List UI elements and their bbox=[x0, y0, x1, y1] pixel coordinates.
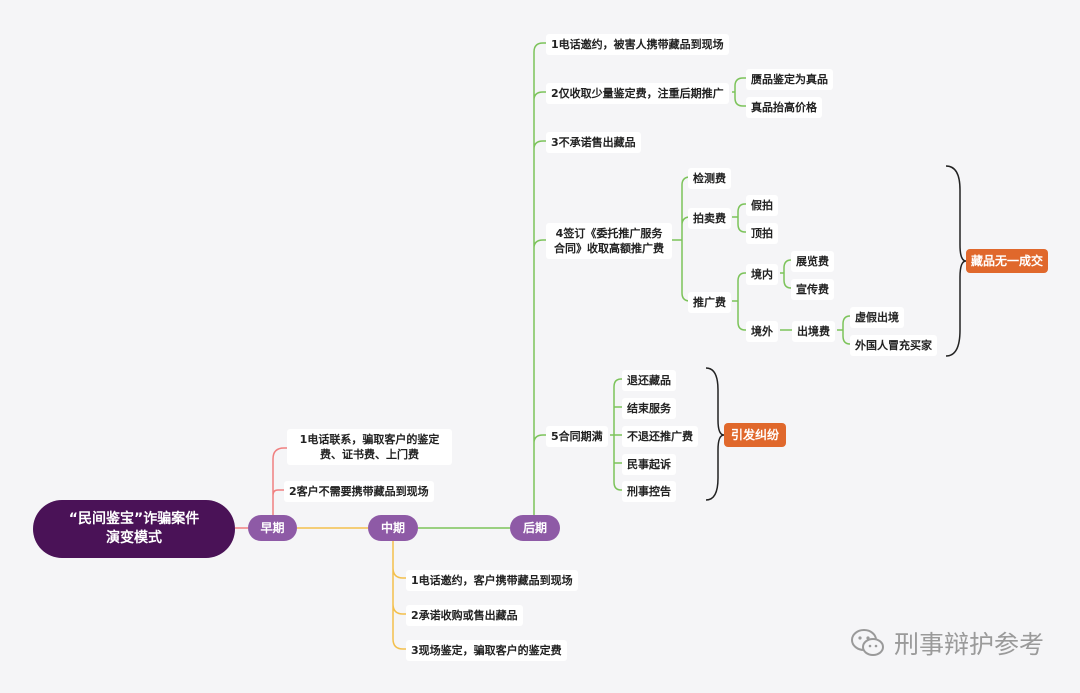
late-item-1[interactable]: 1电话邀约，被害人携带藏品到现场 bbox=[546, 34, 729, 55]
late-item-5[interactable]: 5合同期满 bbox=[546, 426, 608, 447]
auction-fee[interactable]: 拍卖费 bbox=[688, 208, 731, 229]
early-item-1[interactable]: 1电话联系，骗取客户的鉴定 费、证书费、上门费 bbox=[287, 429, 452, 465]
fake-buyer[interactable]: 外国人冒充买家 bbox=[850, 335, 937, 356]
badge-dispute[interactable]: 引发纠纷 bbox=[724, 423, 786, 447]
exit-fee[interactable]: 出境费 bbox=[792, 321, 835, 342]
exhibit-fee[interactable]: 展览费 bbox=[791, 251, 834, 272]
late-item-4[interactable]: 4签订《委托推广服务 合同》收取高额推广费 bbox=[546, 223, 672, 259]
middle-item-2[interactable]: 2承诺收购或售出藏品 bbox=[406, 605, 523, 626]
middle-item-1[interactable]: 1电话邀约，客户携带藏品到现场 bbox=[406, 570, 578, 591]
promo-fee[interactable]: 推广费 bbox=[688, 292, 731, 313]
early-item-2[interactable]: 2客户不需要携带藏品到现场 bbox=[284, 481, 434, 502]
late-item-4-line2: 合同》收取高额推广费 bbox=[554, 242, 664, 255]
fake-exit[interactable]: 虚假出境 bbox=[850, 307, 904, 328]
root-title-line1: “民间鉴宝”诈骗案件 bbox=[68, 511, 200, 527]
phase-late[interactable]: 后期 bbox=[510, 515, 560, 541]
publicity-fee[interactable]: 宣传费 bbox=[791, 279, 834, 300]
root-topic[interactable]: “民间鉴宝”诈骗案件 演变模式 bbox=[33, 500, 235, 558]
end-service[interactable]: 结束服务 bbox=[622, 398, 676, 419]
late-item-4-line1: 4签订《委托推广服务 bbox=[555, 227, 663, 240]
late-item-2[interactable]: 2仅收取少量鉴定费，注重后期推广 bbox=[546, 83, 729, 104]
wechat-icon bbox=[850, 629, 884, 656]
no-refund[interactable]: 不退还推广费 bbox=[622, 426, 698, 447]
watermark: 刑事辩护参考 bbox=[850, 625, 1044, 661]
late-item-3[interactable]: 3不承诺售出藏品 bbox=[546, 132, 641, 153]
criminal-complaint[interactable]: 刑事控告 bbox=[622, 481, 676, 502]
detect-fee[interactable]: 检测费 bbox=[688, 168, 731, 189]
phase-early[interactable]: 早期 bbox=[248, 515, 297, 541]
badge-no-deal[interactable]: 藏品无一成交 bbox=[966, 249, 1048, 273]
late-item-2-sub-1[interactable]: 赝品鉴定为真品 bbox=[746, 69, 833, 90]
fake-auction[interactable]: 假拍 bbox=[746, 195, 778, 216]
middle-item-3[interactable]: 3现场鉴定，骗取客户的鉴定费 bbox=[406, 640, 567, 661]
late-item-2-sub-2[interactable]: 真品抬高价格 bbox=[746, 97, 822, 118]
domestic[interactable]: 境内 bbox=[746, 264, 778, 285]
early-item-1-line1: 1电话联系，骗取客户的鉴定 bbox=[299, 433, 440, 446]
return-items[interactable]: 退还藏品 bbox=[622, 370, 676, 391]
civil-suit[interactable]: 民事起诉 bbox=[622, 454, 676, 475]
abroad[interactable]: 境外 bbox=[746, 321, 778, 342]
root-title-line2: 演变模式 bbox=[106, 530, 162, 546]
watermark-text: 刑事辩护参考 bbox=[893, 630, 1044, 659]
proxy-bid[interactable]: 顶拍 bbox=[746, 223, 778, 244]
phase-middle[interactable]: 中期 bbox=[368, 515, 418, 541]
early-item-1-line2: 费、证书费、上门费 bbox=[320, 448, 419, 461]
